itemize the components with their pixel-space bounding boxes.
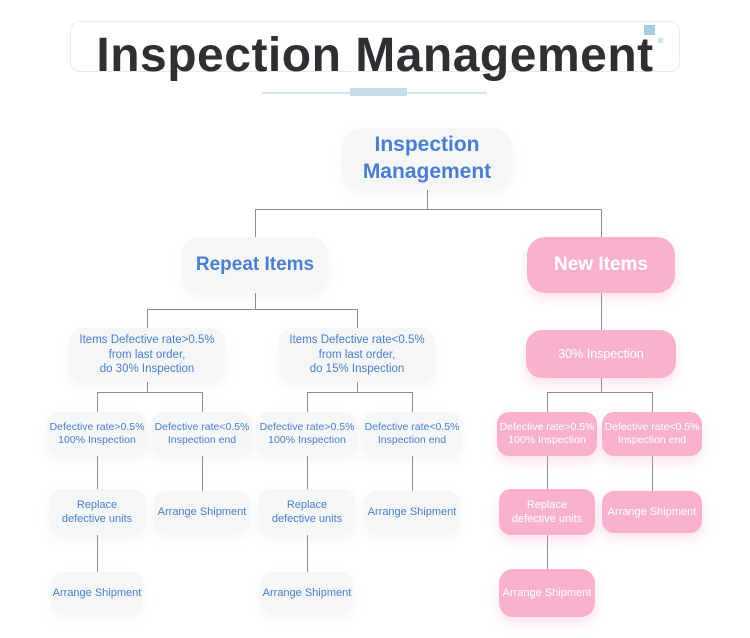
- flow-node-label-line: Inspection end: [167, 434, 237, 446]
- flow-node-label-line: do 15% Inspection: [309, 363, 405, 376]
- connector-line: [357, 309, 358, 328]
- flow-node-label-line: Arrange Shipment: [607, 505, 697, 518]
- flow-node-repeat-high-rate: Items Defective rate>0.5% from last order…: [69, 328, 225, 382]
- flow-node-label-line: from last order,: [108, 348, 186, 361]
- flow-node-label-line: Defective rate>0.5%: [259, 420, 355, 433]
- flow-node-r15-high: Defective rate>0.5%100% Inspection: [257, 412, 357, 456]
- flow-node-label-line: Replace: [76, 498, 118, 511]
- connector-line: [307, 456, 308, 489]
- connector-line: [147, 309, 148, 328]
- flow-node-label-line: Replace: [526, 498, 568, 511]
- flow-node-r30-high: Defective rate>0.5%100% Inspection: [47, 412, 147, 456]
- flow-node-label-line: Arrange Shipment: [262, 586, 352, 599]
- connector-line: [547, 535, 548, 569]
- flow-node-label-line: 100% Inspection: [58, 434, 136, 446]
- flow-node-label-line: Items Defective rate>0.5%: [79, 333, 215, 346]
- flow-node-label-line: Arrange Shipment: [502, 586, 592, 599]
- connector-line: [255, 293, 256, 309]
- flow-node-repeat-low-rate: Items Defective rate<0.5% from last order…: [279, 328, 435, 382]
- connector-line: [547, 456, 548, 489]
- flow-node-r30-ship-1: Arrange Shipment: [154, 491, 250, 533]
- connector-line: [412, 456, 413, 491]
- connector-line: [601, 378, 602, 392]
- connector-line: [255, 209, 602, 210]
- flow-node-n30-high: Defective rate>0.5%100% Inspection: [497, 412, 597, 456]
- flow-node-label-line: Repeat Items: [195, 253, 315, 275]
- connector-line: [147, 309, 358, 310]
- flow-node-label-line: from last order,: [318, 348, 396, 361]
- connector-line: [97, 456, 98, 489]
- flow-node-label-line: Defective rate<0.5%: [154, 420, 250, 433]
- flow-node-label-line: Inspection end: [617, 434, 687, 446]
- connector-line: [307, 535, 308, 572]
- flow-node-label-line: defective units: [511, 513, 583, 525]
- connector-line: [97, 535, 98, 572]
- title-border-box: [70, 21, 680, 72]
- flow-node-label-line: Items Defective rate<0.5%: [289, 333, 425, 346]
- flow-node-r15-ship-2: Arrange Shipment: [261, 572, 353, 614]
- flow-node-label-line: defective units: [271, 513, 343, 525]
- connector-line: [202, 456, 203, 491]
- flow-node-n30-ship-2: Arrange Shipment: [499, 569, 595, 617]
- flow-node-label-line: Arrange Shipment: [367, 505, 457, 518]
- flow-node-r30-ship-2: Arrange Shipment: [51, 572, 143, 614]
- flow-node-label-line: Inspection end: [377, 434, 447, 446]
- flow-node-label-line: Defective rate>0.5%: [499, 420, 595, 433]
- flow-node-label-line: Inspection: [374, 133, 480, 157]
- flow-node-label-line: Replace: [286, 498, 328, 511]
- flow-node-label-line: Defective rate>0.5%: [49, 420, 145, 433]
- flow-node-label-line: Management: [362, 160, 492, 183]
- connector-line: [97, 392, 98, 412]
- flow-node-label-line: 100% Inspection: [268, 434, 346, 446]
- decor-square-large: [644, 25, 655, 35]
- connector-line: [412, 392, 413, 412]
- flow-node-n30-low: Defective rate<0.5%Inspection end: [602, 412, 702, 456]
- connector-line: [307, 392, 413, 393]
- flow-node-r30-low: Defective rate<0.5%Inspection end: [152, 412, 252, 456]
- flow-node-r30-replace: Replace defective units: [49, 489, 145, 535]
- connector-line: [307, 392, 308, 412]
- connector-line: [202, 392, 203, 412]
- flow-node-n30-replace: Replace defective units: [499, 489, 595, 535]
- flow-node-r15-low: Defective rate<0.5%Inspection end: [362, 412, 462, 456]
- connector-line: [255, 209, 256, 237]
- flow-node-r15-ship-1: Arrange Shipment: [364, 491, 460, 533]
- flow-node-label-line: Arrange Shipment: [52, 586, 142, 599]
- connector-line: [547, 392, 653, 393]
- flow-node-label-line: Defective rate<0.5%: [364, 420, 460, 433]
- flow-node-label-line: New Items: [554, 253, 648, 275]
- connector-line: [147, 382, 148, 392]
- flow-node-label-line: 30% Inspection: [558, 347, 644, 361]
- flow-node-label-line: Defective rate<0.5%: [604, 420, 700, 433]
- flow-node-r15-replace: Replace defective units: [259, 489, 355, 535]
- decor-square-small: [658, 38, 663, 43]
- page-title: Inspection Management: [96, 29, 654, 82]
- connector-line: [427, 190, 428, 209]
- flow-node-repeat-items: Repeat Items: [182, 237, 328, 293]
- connector-line: [357, 382, 358, 392]
- connector-line: [652, 392, 653, 412]
- flow-node-label-line: Arrange Shipment: [157, 505, 247, 518]
- connector-line: [97, 392, 203, 393]
- connector-line: [601, 209, 602, 237]
- connector-line: [601, 293, 602, 330]
- flow-node-label-line: 100% Inspection: [508, 434, 586, 446]
- flow-node-new-30-inspection: 30% Inspection: [526, 330, 676, 378]
- title-underline-accent: [350, 88, 407, 96]
- flow-node-label-line: do 30% Inspection: [99, 363, 195, 376]
- flow-node-new-items: New Items: [527, 237, 675, 293]
- connector-line: [547, 392, 548, 412]
- flow-node-label-line: defective units: [61, 513, 133, 525]
- connector-line: [652, 456, 653, 491]
- flow-node-n30-ship-1: Arrange Shipment: [602, 491, 702, 533]
